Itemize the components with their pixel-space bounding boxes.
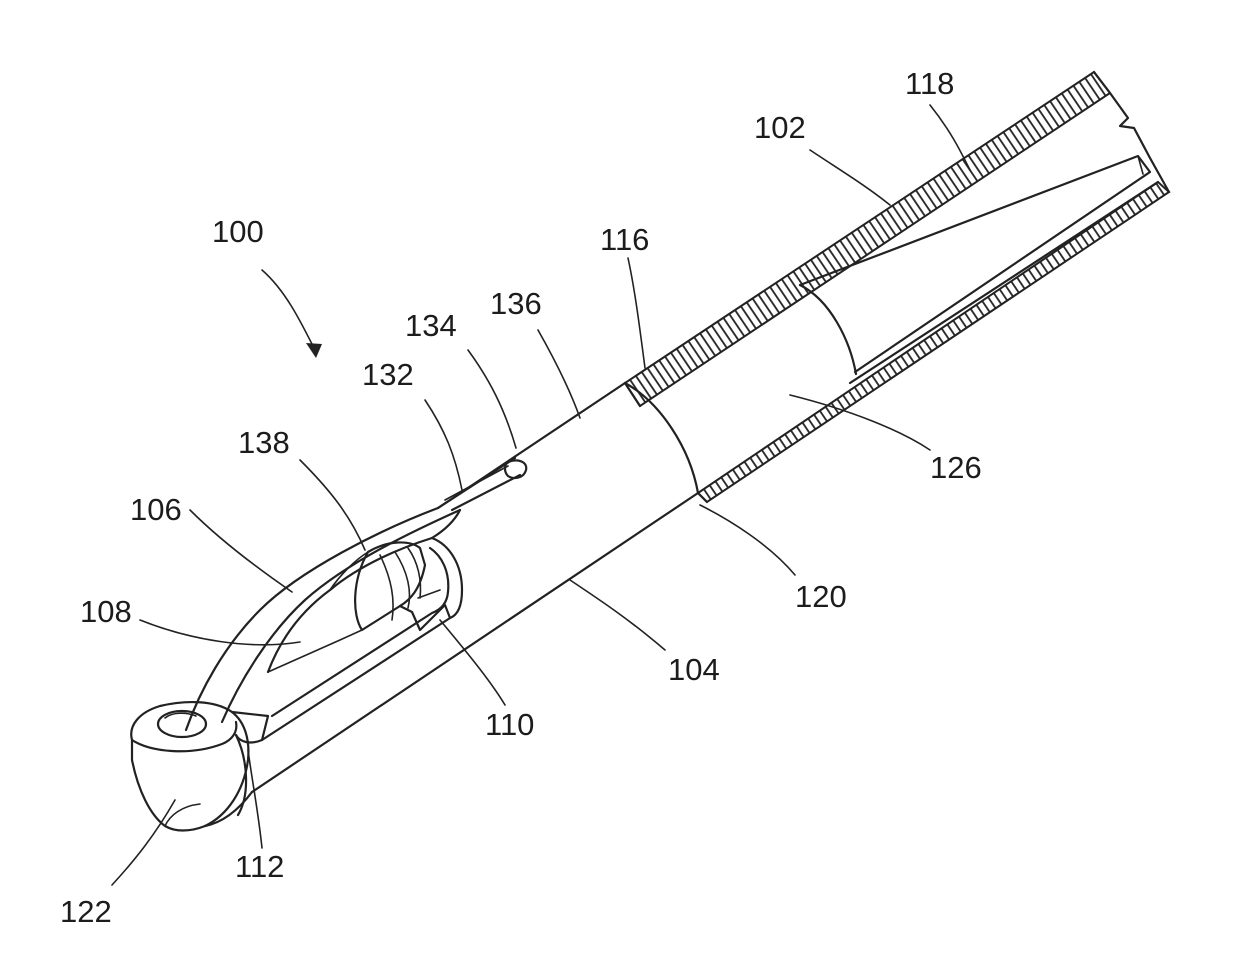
jaw-rod-end	[505, 460, 526, 478]
leader-116	[628, 258, 645, 368]
label-126: 126	[930, 450, 982, 485]
leader-102	[810, 150, 890, 205]
shaft-bottom-edge	[252, 493, 698, 792]
label-112: 112	[235, 849, 284, 884]
label-102: 102	[754, 110, 806, 145]
jaw-rod-shade	[445, 466, 508, 500]
jaw-lower-line	[268, 630, 362, 672]
distal-tip	[131, 702, 252, 830]
leader-132	[425, 400, 462, 490]
leader-136	[538, 330, 580, 418]
cutter-face-line-1	[380, 555, 393, 620]
label-100: 100	[212, 214, 264, 249]
leader-100	[262, 270, 316, 352]
label-116: 116	[600, 222, 649, 257]
leader-120	[700, 505, 795, 575]
inner-rod	[800, 156, 1150, 372]
label-136: 136	[490, 286, 542, 321]
label-120: 120	[795, 579, 847, 614]
leader-138	[300, 460, 365, 550]
label-104: 104	[668, 652, 720, 687]
label-132: 132	[362, 357, 414, 392]
label-106: 106	[130, 492, 182, 527]
arrowhead-100	[306, 343, 322, 358]
leader-104	[570, 580, 665, 650]
label-138: 138	[238, 425, 290, 460]
leader-134	[468, 350, 516, 448]
label-122: 122	[60, 894, 112, 929]
label-134: 134	[405, 308, 457, 343]
label-110: 110	[485, 707, 534, 742]
label-108: 108	[80, 594, 132, 629]
jaw-fold	[432, 510, 460, 538]
leader-110	[440, 620, 505, 705]
sheath-wall-upper	[625, 72, 1110, 406]
jaw-arm-inner	[222, 510, 460, 722]
tip-cup-opening	[158, 711, 206, 737]
reference-labels: 100 102 118 116 136 134 132 138 106 108 …	[60, 66, 982, 929]
outer-sheath	[625, 72, 1169, 502]
jaw-arm-underside	[268, 538, 432, 672]
leader-112	[248, 750, 262, 848]
leader-106	[190, 510, 292, 592]
coupling-ring	[800, 285, 856, 374]
label-118: 118	[905, 66, 954, 101]
leader-122	[112, 800, 175, 885]
